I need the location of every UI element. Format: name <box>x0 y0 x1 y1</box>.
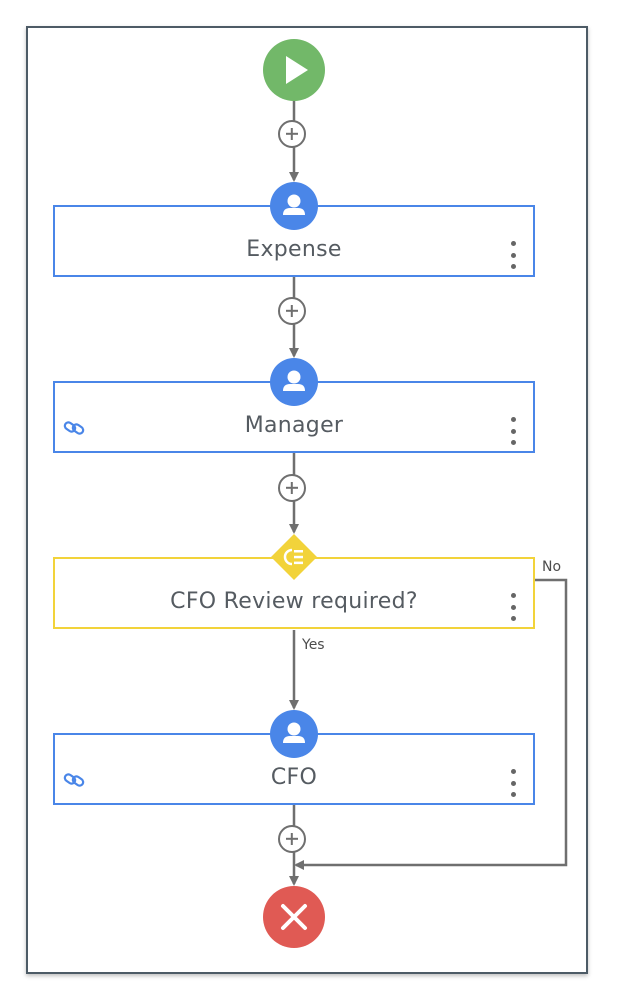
user-icon <box>270 710 318 758</box>
start-node[interactable] <box>263 39 325 101</box>
more-vertical-icon[interactable] <box>509 593 517 621</box>
edge-label-no: No <box>542 559 562 575</box>
user-icon <box>270 358 318 406</box>
more-vertical-icon[interactable] <box>509 417 517 445</box>
add-step-button[interactable] <box>278 474 306 502</box>
node-label: CFO Review required? <box>170 589 418 614</box>
connector-no-branch <box>294 578 568 870</box>
end-node[interactable] <box>263 886 325 948</box>
more-vertical-icon[interactable] <box>509 769 517 797</box>
node-label: Expense <box>246 237 342 262</box>
node-label: Manager <box>244 413 344 438</box>
edge-label-yes: Yes <box>302 637 325 653</box>
close-icon <box>263 886 325 948</box>
conditional-icon <box>271 534 317 580</box>
add-step-button[interactable] <box>278 297 306 325</box>
user-icon <box>270 182 318 230</box>
workflow-canvas <box>26 26 588 974</box>
more-vertical-icon[interactable] <box>509 241 517 269</box>
link-icon[interactable] <box>63 421 85 435</box>
play-icon <box>263 39 325 101</box>
node-label: CFO <box>270 765 318 790</box>
add-step-button[interactable] <box>278 120 306 148</box>
add-step-button[interactable] <box>278 825 306 853</box>
link-icon[interactable] <box>63 773 85 787</box>
